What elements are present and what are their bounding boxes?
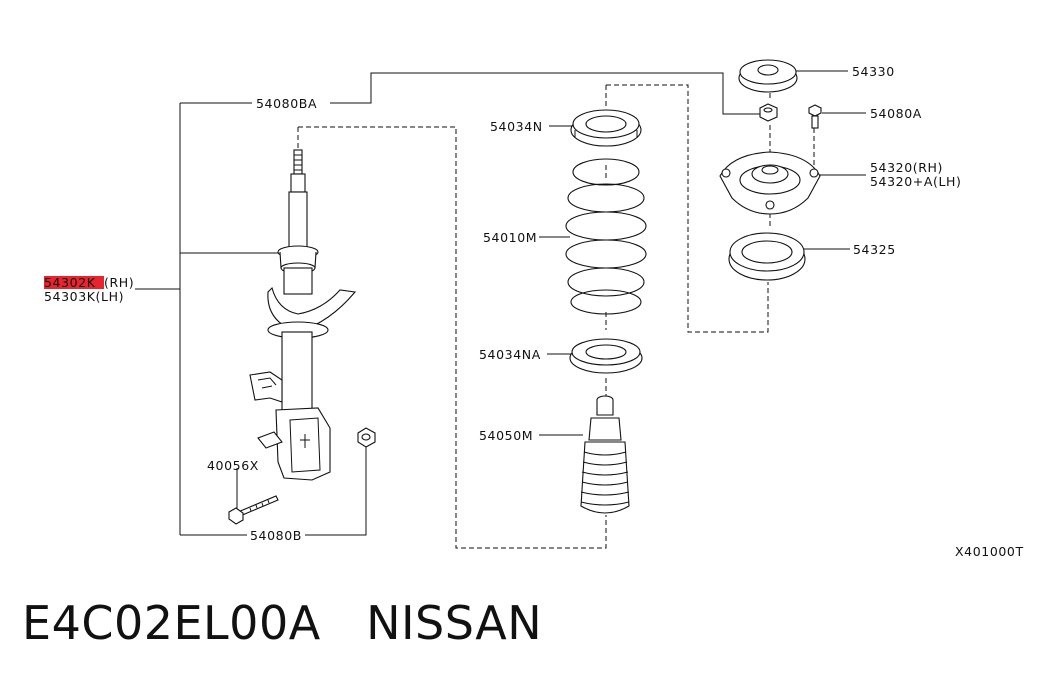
nut-label: 54080A xyxy=(870,106,922,121)
brand-name: NISSAN xyxy=(366,596,543,650)
diagram-code-label: X401000T xyxy=(955,544,1024,559)
bearing-label: 54325 xyxy=(853,242,896,257)
mount-rh-label: 54320(RH) xyxy=(870,160,943,175)
mount-cap-label: 54330 xyxy=(852,64,895,79)
spring-label: 54010M xyxy=(483,230,537,245)
bearing-drawing xyxy=(728,232,806,281)
bumper-label: 54050M xyxy=(479,428,533,443)
strut-assy-label: 54080BA xyxy=(256,96,317,111)
part-number: E4C02EL00A xyxy=(22,596,321,650)
spring-upper-seat-label: 54034N xyxy=(490,119,543,134)
spring-lower-seat-drawing xyxy=(569,338,643,374)
footer-caption: E4C02EL00A NISSAN xyxy=(22,596,542,650)
spring-lower-seat-label: 54034NA xyxy=(479,347,541,362)
strut-lower-label: 54080B xyxy=(250,528,302,543)
strut-assembly-drawing xyxy=(228,149,376,525)
spring-upper-seat-drawing xyxy=(570,109,642,147)
bump-stop-boot-drawing xyxy=(580,395,630,514)
mount-nuts-drawing xyxy=(759,103,822,129)
leader-lines xyxy=(135,70,866,549)
strut-rh-code-label: 54302K xyxy=(44,275,96,290)
rh-part-highlight xyxy=(44,276,104,289)
bolt-label: 40056X xyxy=(207,458,259,473)
strut-lh-label: 54303K(LH) xyxy=(44,289,124,304)
mount-cap-drawing xyxy=(738,59,798,93)
strut-rh-side-label: (RH) xyxy=(104,275,134,290)
coil-spring-drawing xyxy=(565,158,647,315)
labels: 54302K (RH) 54303K(LH) 54080BA 54080B 40… xyxy=(44,64,1024,559)
mount-lh-label: 54320+A(LH) xyxy=(870,174,962,189)
strut-mount-drawing xyxy=(719,151,821,215)
